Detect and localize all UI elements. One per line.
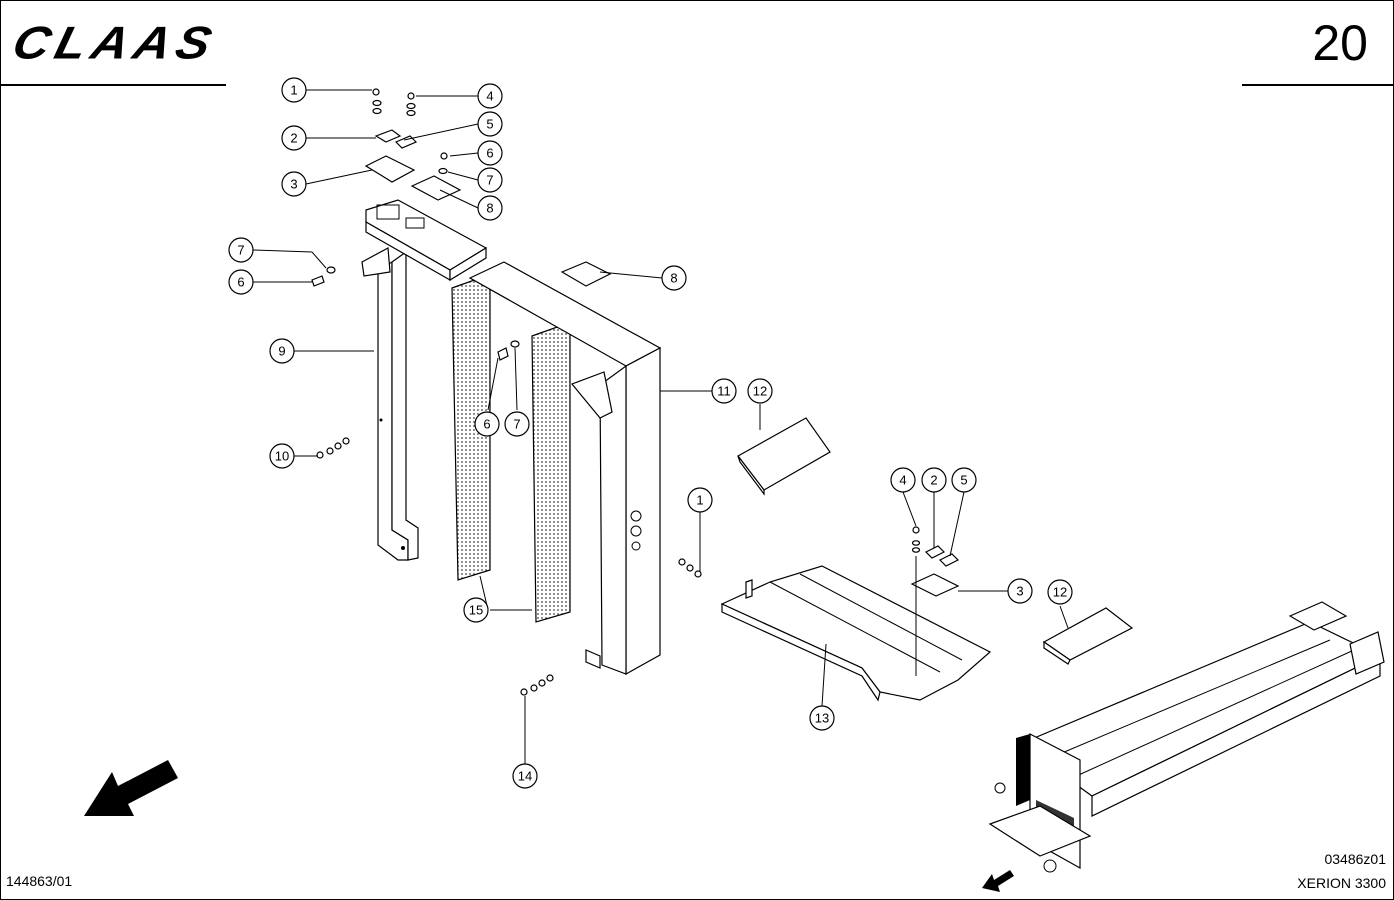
svg-text:7: 7 bbox=[237, 243, 244, 258]
callout-12-lower: 12 bbox=[1047, 579, 1073, 605]
svg-text:6: 6 bbox=[486, 146, 493, 161]
svg-text:8: 8 bbox=[670, 271, 677, 286]
svg-text:4: 4 bbox=[486, 89, 493, 104]
svg-text:14: 14 bbox=[518, 769, 532, 784]
svg-text:3: 3 bbox=[290, 177, 297, 192]
svg-text:9: 9 bbox=[278, 344, 285, 359]
upper-cross-plate bbox=[365, 199, 488, 282]
callout-11: 11 bbox=[711, 378, 737, 404]
callout-10: 10 bbox=[269, 443, 295, 469]
direction-arrow-icon bbox=[84, 760, 178, 816]
svg-text:12: 12 bbox=[1053, 585, 1067, 600]
callout-5-right: 5 bbox=[951, 467, 977, 493]
svg-text:7: 7 bbox=[486, 173, 493, 188]
document-number: 144863/01 bbox=[6, 873, 73, 889]
hardware bbox=[311, 88, 960, 696]
header-rule-left bbox=[0, 84, 226, 86]
svg-text:10: 10 bbox=[275, 449, 289, 464]
callout-3-right: 3 bbox=[1007, 578, 1033, 604]
svg-text:2: 2 bbox=[930, 473, 937, 488]
svg-text:13: 13 bbox=[815, 711, 829, 726]
callout-4: 4 bbox=[477, 83, 503, 109]
svg-text:3: 3 bbox=[1016, 584, 1023, 599]
svg-text:2: 2 bbox=[290, 131, 297, 146]
callout-5: 5 bbox=[477, 111, 503, 137]
radiator-frame bbox=[468, 261, 662, 676]
callout-7: 7 bbox=[477, 167, 503, 193]
callout-9: 9 bbox=[269, 338, 295, 364]
callout-1-right: 1 bbox=[687, 487, 713, 513]
side-bracket bbox=[361, 247, 419, 561]
callout-1: 1 bbox=[281, 77, 307, 103]
svg-text:12: 12 bbox=[753, 384, 767, 399]
callout-15: 15 bbox=[463, 597, 489, 623]
callout-7-left: 7 bbox=[228, 237, 254, 263]
callout-14: 14 bbox=[512, 763, 538, 789]
callout-7-mid: 7 bbox=[504, 411, 530, 437]
callout-6: 6 bbox=[477, 140, 503, 166]
svg-text:8: 8 bbox=[486, 201, 493, 216]
callout-8: 8 bbox=[477, 195, 503, 221]
callout-3: 3 bbox=[281, 171, 307, 197]
svg-text:6: 6 bbox=[237, 275, 244, 290]
svg-text:5: 5 bbox=[960, 473, 967, 488]
figure-code: 03486z01 bbox=[1324, 851, 1386, 867]
header-rule-right bbox=[1242, 84, 1394, 86]
callout-13: 13 bbox=[809, 705, 835, 731]
svg-text:4: 4 bbox=[899, 473, 906, 488]
callout-2-right: 2 bbox=[921, 467, 947, 493]
svg-text:11: 11 bbox=[717, 384, 731, 399]
model-name: XERION 3300 bbox=[1297, 875, 1386, 891]
callout-4-right: 4 bbox=[890, 467, 916, 493]
bottom-plate bbox=[720, 556, 992, 702]
page-number: 20 bbox=[1312, 15, 1368, 71]
svg-text:1: 1 bbox=[290, 83, 297, 98]
leader-lines bbox=[252, 89, 1069, 764]
svg-text:1: 1 bbox=[696, 493, 703, 508]
callout-12-upper: 12 bbox=[747, 378, 773, 404]
callout-8-right: 8 bbox=[661, 265, 687, 291]
svg-text:5: 5 bbox=[486, 117, 493, 132]
svg-text:7: 7 bbox=[513, 417, 520, 432]
tractor-frame-overview bbox=[988, 601, 1385, 873]
callout-bubbles: 1 2 3 4 5 6 7 8 6 7 8 7 6 9 10 11 12 15 … bbox=[228, 77, 1073, 789]
svg-text:6: 6 bbox=[483, 417, 490, 432]
callout-6-mid: 6 bbox=[474, 411, 500, 437]
svg-text:15: 15 bbox=[469, 603, 483, 618]
foam-blocks bbox=[737, 417, 1134, 665]
callout-6-left: 6 bbox=[228, 269, 254, 295]
direction-arrow-small-icon bbox=[982, 870, 1014, 892]
mesh-screens bbox=[451, 277, 571, 623]
callout-2: 2 bbox=[281, 125, 307, 151]
